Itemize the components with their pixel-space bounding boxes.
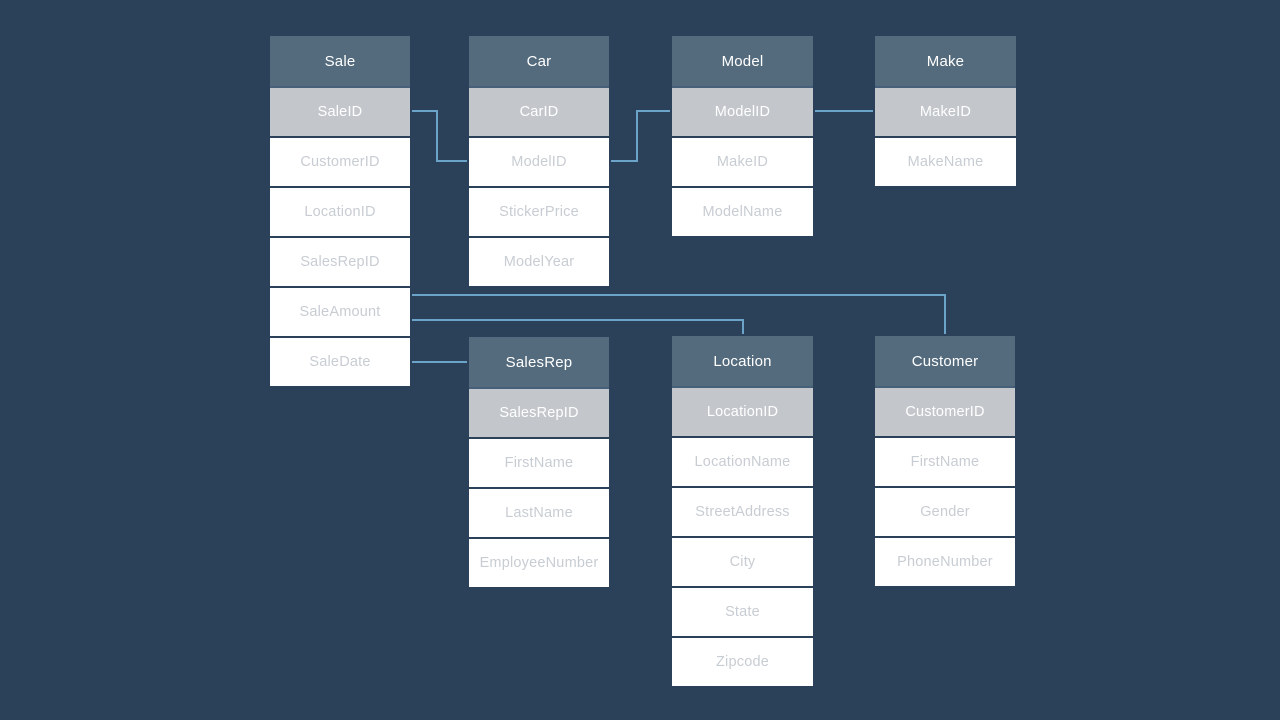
attribute-row[interactable]: SaleAmount [270,286,410,336]
attribute-row[interactable]: ModelYear [469,236,609,286]
attribute-row[interactable]: MakeID [672,136,813,186]
attribute-row[interactable]: State [672,586,813,636]
attribute-row[interactable]: CustomerID [270,136,410,186]
entity-title: Sale [270,36,410,86]
attribute-row[interactable]: EmployeeNumber [469,537,609,587]
entity-title: Make [875,36,1016,86]
attribute-row[interactable]: Zipcode [672,636,813,686]
primary-key-row[interactable]: ModelID [672,86,813,136]
attribute-row[interactable]: LocationName [672,436,813,486]
attribute-row[interactable]: FirstName [469,437,609,487]
attribute-row[interactable]: City [672,536,813,586]
attribute-row[interactable]: Gender [875,486,1015,536]
entity-title: Location [672,336,813,386]
attribute-row[interactable]: LastName [469,487,609,537]
attribute-row[interactable]: LocationID [270,186,410,236]
relationship-connector [412,319,744,334]
primary-key-row[interactable]: CustomerID [875,386,1015,436]
primary-key-row[interactable]: SalesRepID [469,387,609,437]
relationship-connector [412,294,946,334]
attribute-row[interactable]: PhoneNumber [875,536,1015,586]
attribute-row[interactable]: SalesRepID [270,236,410,286]
attribute-row[interactable]: StreetAddress [672,486,813,536]
primary-key-row[interactable]: LocationID [672,386,813,436]
entity-title: SalesRep [469,337,609,387]
primary-key-row[interactable]: MakeID [875,86,1016,136]
entity-title: Model [672,36,813,86]
primary-key-row[interactable]: SaleID [270,86,410,136]
attribute-row[interactable]: StickerPrice [469,186,609,236]
relationship-connector [611,110,670,162]
attribute-row[interactable]: FirstName [875,436,1015,486]
attribute-row[interactable]: MakeName [875,136,1016,186]
attribute-row[interactable]: ModelName [672,186,813,236]
primary-key-row[interactable]: CarID [469,86,609,136]
entity-title: Car [469,36,609,86]
entity-title: Customer [875,336,1015,386]
relationship-connector [412,110,467,162]
attribute-row[interactable]: ModelID [469,136,609,186]
attribute-row[interactable]: SaleDate [270,336,410,386]
